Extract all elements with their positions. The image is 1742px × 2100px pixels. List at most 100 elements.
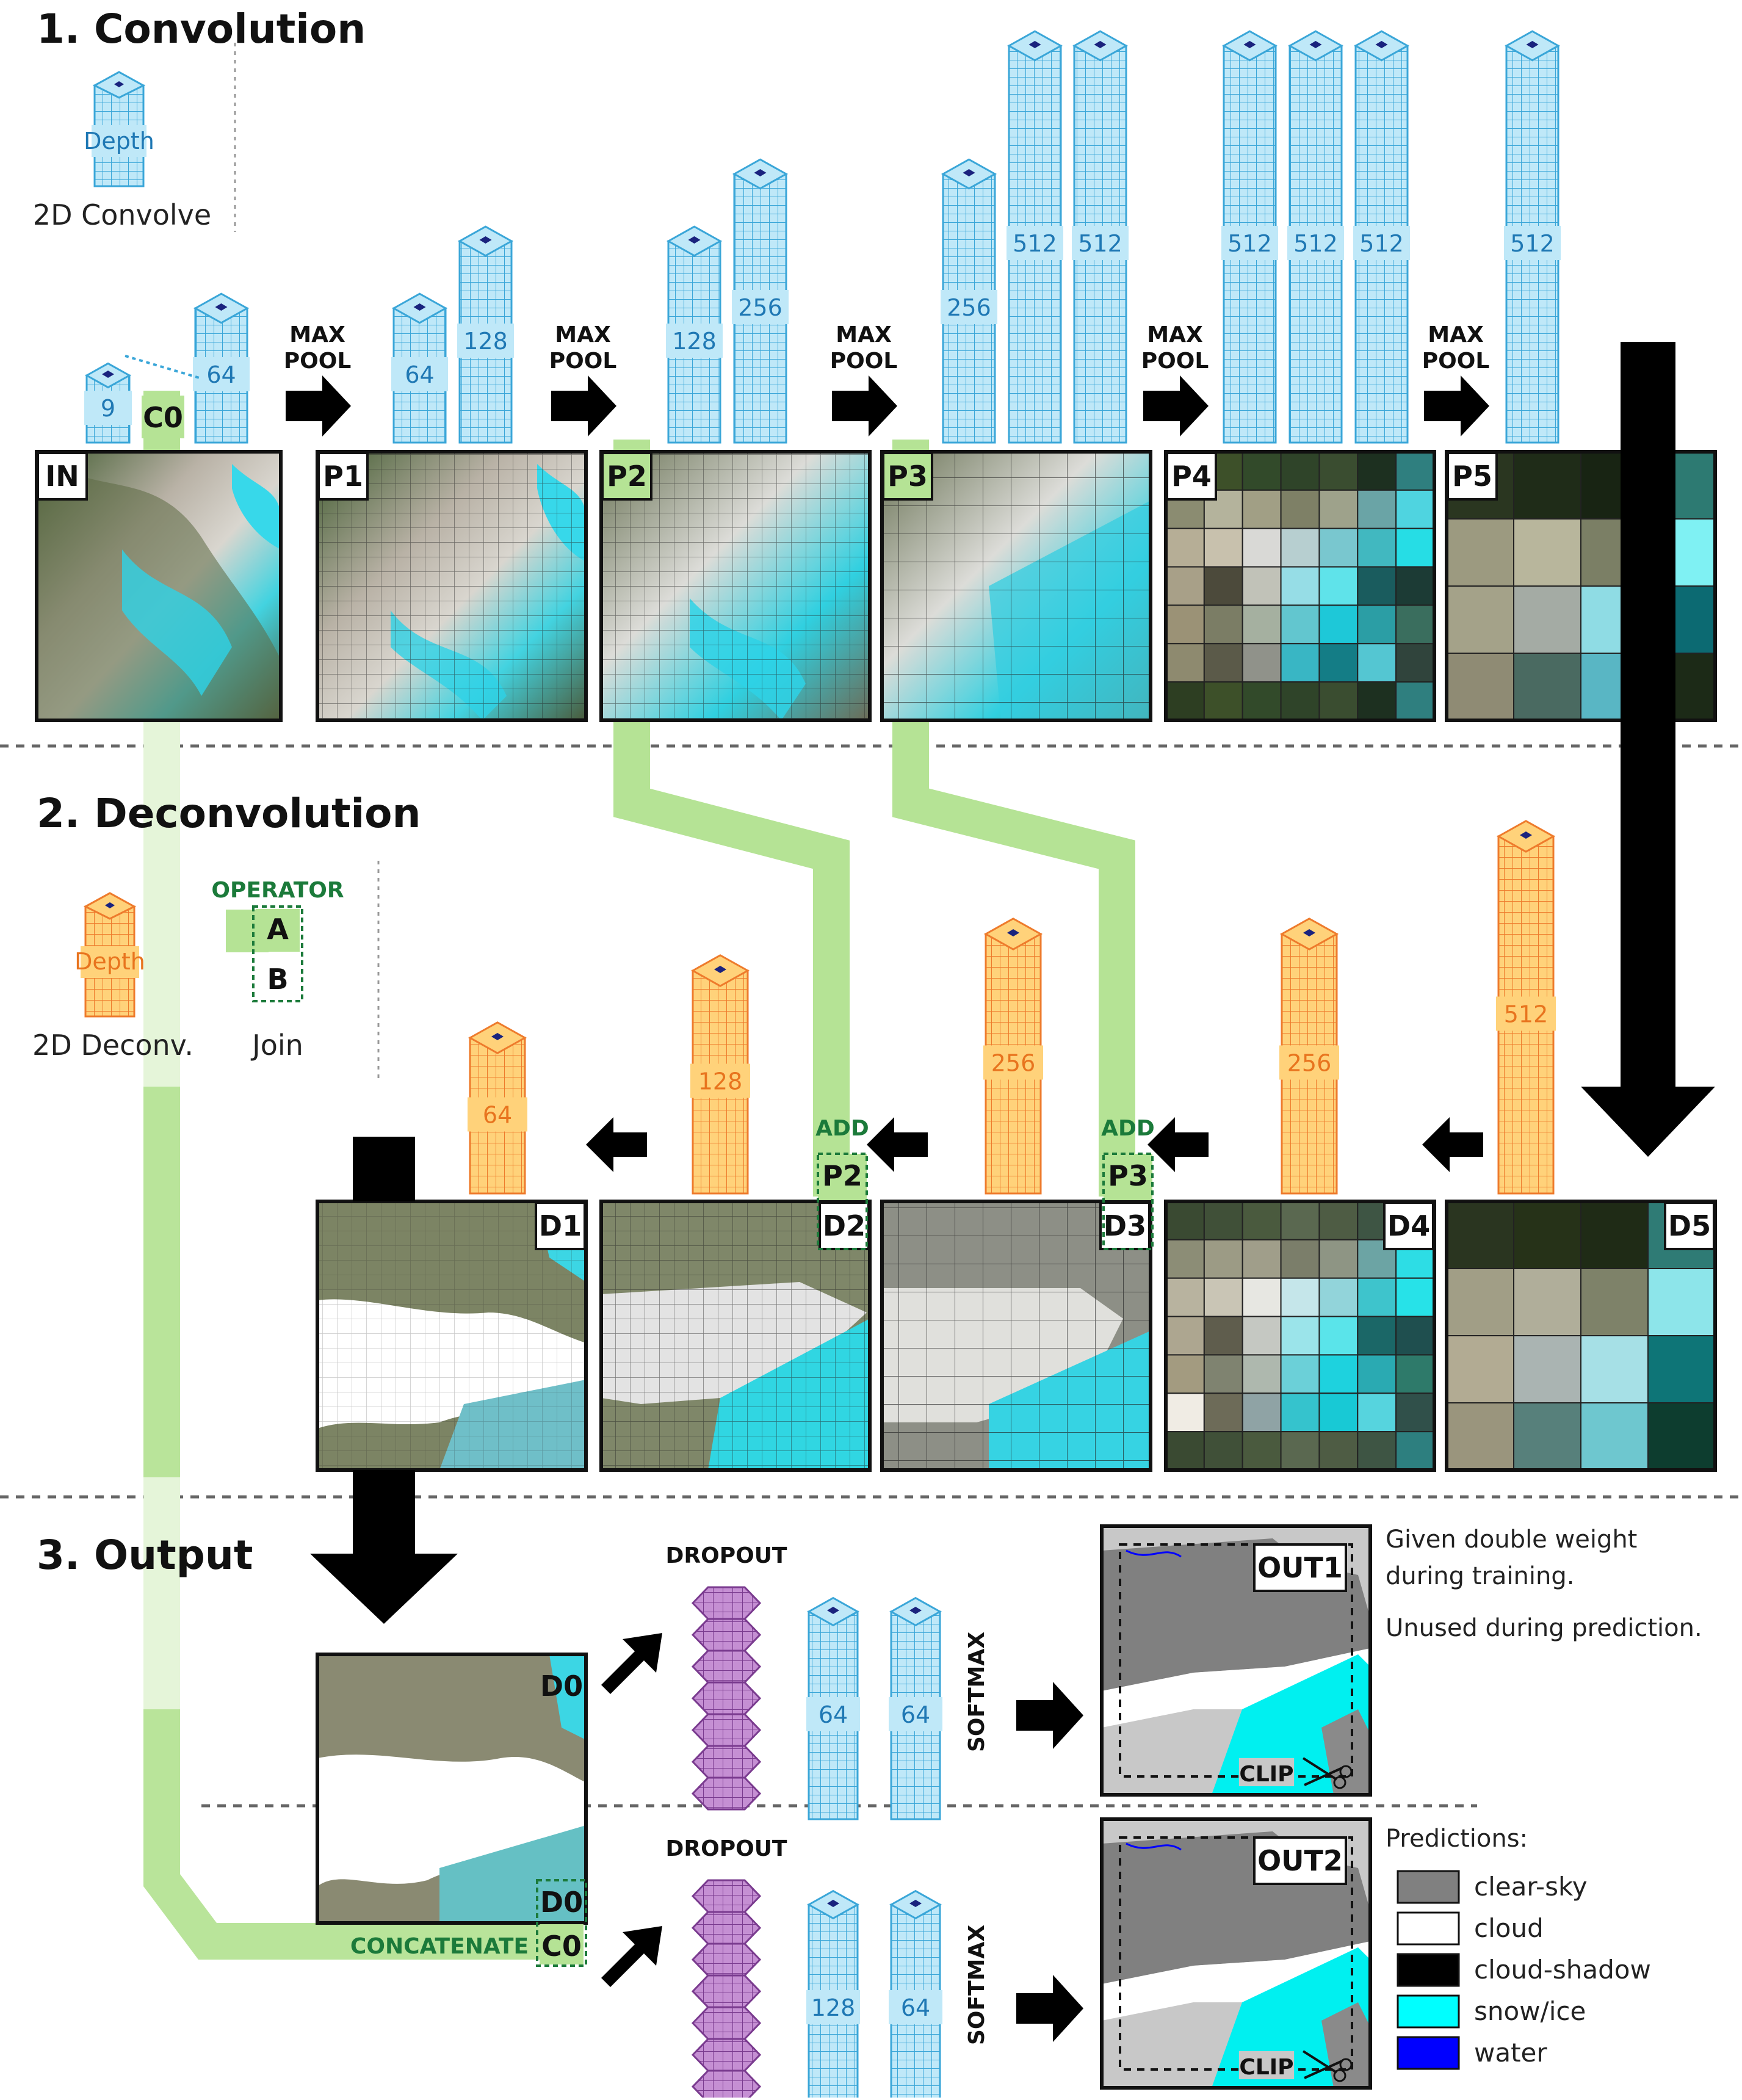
legend-swatch-1	[1397, 1911, 1460, 1946]
add-p2-dash	[817, 1153, 868, 1250]
panel-p4-cell	[1241, 681, 1282, 721]
panel-d5-cell	[1446, 1402, 1514, 1471]
panel-d5-cell	[1580, 1402, 1649, 1471]
conv-p4-a: 512	[1221, 30, 1278, 444]
softmax-arrow-1	[1016, 1682, 1083, 1749]
conv-p2-a-depth: 128	[672, 328, 717, 355]
panel-d4-cell	[1357, 1431, 1397, 1471]
panel-d4	[1164, 1200, 1436, 1472]
label-p2-box	[601, 452, 652, 501]
conv-c0-b: 64	[193, 292, 250, 444]
panels-row-2	[316, 1200, 1717, 1472]
clip-label-1: CLIP	[1239, 1762, 1293, 1787]
deconv-d2: 128	[690, 954, 750, 1195]
panel-p4-cell	[1203, 527, 1243, 568]
section-title-convolution: 1. Convolution	[37, 5, 366, 52]
panel-p5-cell	[1513, 585, 1581, 654]
panel-d4-cell	[1357, 1392, 1397, 1433]
panel-p4-cell	[1165, 527, 1205, 568]
label-d1: D1	[539, 1209, 582, 1242]
panel-d4-cell	[1280, 1316, 1320, 1356]
panel-d5-cell	[1580, 1201, 1649, 1269]
panel-p2	[599, 450, 872, 722]
clip-box-1	[1119, 1543, 1353, 1778]
panel-p4-cell	[1203, 604, 1243, 645]
panel-p4-cell	[1318, 451, 1359, 491]
conv-c0-a-depth: 9	[101, 395, 115, 422]
legend-conv-caption: 2D Convolve	[33, 198, 211, 231]
dropout-block-2	[691, 1879, 762, 2100]
panel-d4-cell	[1395, 1277, 1435, 1317]
panel-d4-cell	[1165, 1354, 1205, 1394]
panel-d4-cell	[1280, 1392, 1320, 1433]
panel-p4	[1164, 450, 1436, 722]
panel-d4-cell	[1203, 1316, 1243, 1356]
panel-d5-cell	[1513, 1268, 1581, 1336]
legend-deconv-caption: 2D Deconv.	[32, 1029, 193, 1062]
label-d2-box	[819, 1201, 870, 1250]
deconv-d4: 256	[1279, 918, 1339, 1195]
panel-d4-cell	[1241, 1316, 1282, 1356]
panel-d4-cell	[1165, 1431, 1205, 1471]
panel-p4-cell	[1241, 451, 1282, 491]
panel-d4-cell	[1165, 1316, 1205, 1356]
conv-p3-c: 512	[1072, 30, 1129, 444]
panel-p5-cell	[1446, 585, 1514, 654]
deconv-d3-depth: 256	[991, 1050, 1036, 1077]
down-arrow-d1-d0	[310, 1470, 458, 1624]
add-p3-op: ADD	[1101, 1116, 1155, 1141]
conv-p2-a: 128	[666, 225, 723, 444]
label-d1-box	[535, 1201, 586, 1250]
conv-p1-b: 128	[457, 225, 514, 444]
label-d4: D4	[1387, 1209, 1430, 1242]
legend-label-3: snow/ice	[1474, 1996, 1586, 2026]
panel-d5-cell	[1647, 1335, 1716, 1403]
panel-p4-cell	[1395, 489, 1435, 529]
dropout-block-1	[691, 1586, 762, 1811]
out-block-2-a-depth: 128	[811, 1994, 856, 2021]
label-c0: C0	[143, 401, 183, 434]
panel-p4-cell	[1357, 566, 1397, 606]
conv-p3-c-depth: 512	[1078, 230, 1122, 257]
down-arrow-p5-d5	[1581, 342, 1715, 1157]
panel-p4-cell	[1395, 527, 1435, 568]
clip-box-2	[1119, 1836, 1353, 2071]
panel-p4-cell	[1280, 681, 1320, 721]
panel-d4-cell	[1318, 1392, 1359, 1433]
left-arrow-3	[867, 1117, 928, 1172]
maxpool-1-arrow	[286, 375, 351, 436]
note-line-3: Unused during prediction.	[1386, 1614, 1702, 1642]
label-d5: D5	[1668, 1209, 1711, 1242]
label-out-2: OUT2	[1257, 1844, 1343, 1877]
label-p4: P4	[1171, 460, 1212, 493]
add-p3-bg	[1104, 1154, 1152, 1200]
panel-p4-cell	[1395, 681, 1435, 721]
panel-p4-cell	[1165, 604, 1205, 645]
legend-swatch-3	[1397, 1994, 1460, 2029]
panel-d4-cell	[1241, 1392, 1282, 1433]
panel-d4-cell	[1203, 1201, 1243, 1240]
panel-d4-cell	[1395, 1392, 1435, 1433]
conv-p4-b: 512	[1287, 30, 1344, 444]
maxpool-2-label-2: POOL	[549, 349, 617, 374]
conv-p2-b: 256	[732, 158, 789, 444]
deconv-d2-depth: 128	[698, 1068, 743, 1095]
panel-d0	[316, 1653, 588, 1925]
clip-label-2: CLIP	[1239, 2055, 1293, 2080]
panel-p4-cell	[1280, 604, 1320, 645]
add-p3-dash	[1102, 1153, 1154, 1250]
panel-p5-cell	[1513, 451, 1581, 520]
legend-label-0: clear-sky	[1474, 1872, 1588, 1902]
predictions-title: Predictions:	[1386, 1825, 1528, 1853]
conv-p3-a: 256	[941, 158, 997, 444]
